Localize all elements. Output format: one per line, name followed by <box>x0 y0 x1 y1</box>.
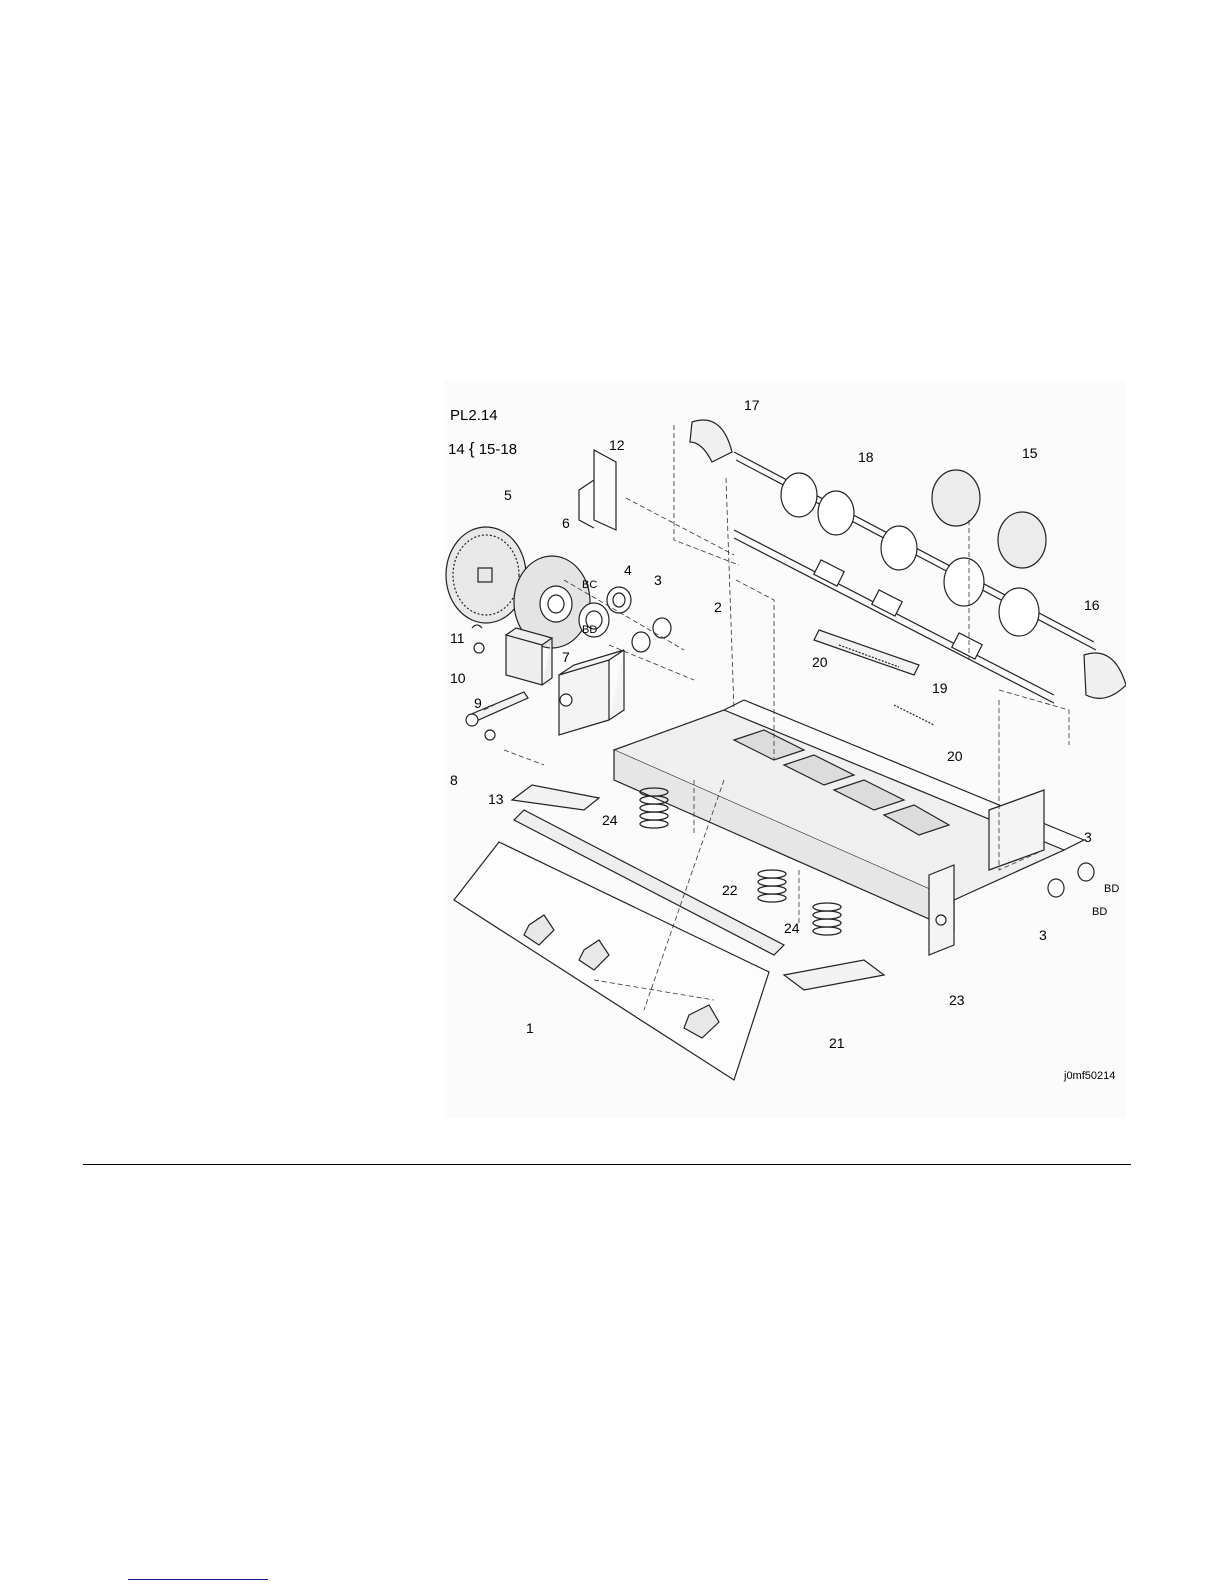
callout-10: 10 <box>450 670 466 686</box>
callout-21: 21 <box>829 1035 845 1051</box>
callout-8: 8 <box>450 772 458 788</box>
exploded-view-drawing: 1712181556432BCBD11716109201920813243BD2… <box>444 380 1126 1118</box>
component-group: 14 { 15-18 <box>448 439 517 459</box>
callout-bc: BC <box>582 579 597 591</box>
screw-10 <box>474 643 484 653</box>
callout-15: 15 <box>1022 445 1038 461</box>
roller-18c <box>881 526 917 570</box>
plate-number: PL2.14 <box>450 407 498 424</box>
callout-24: 24 <box>602 812 618 828</box>
roller-18a <box>781 473 817 517</box>
callout-4: 4 <box>624 562 632 578</box>
spring-24b <box>813 903 841 911</box>
guide-19 <box>814 630 919 675</box>
callout-9: 9 <box>474 695 482 711</box>
callout-24: 24 <box>784 920 800 936</box>
spring-22 <box>758 870 786 878</box>
callout-7: 7 <box>562 649 570 665</box>
pin-13 <box>485 730 495 740</box>
roller-18e <box>999 588 1039 636</box>
callout-6: 6 <box>562 515 570 531</box>
callout-17: 17 <box>744 397 760 413</box>
callout-2: 2 <box>714 599 722 615</box>
arm-21 <box>784 960 884 990</box>
spring-11 <box>472 625 482 628</box>
image-code: j0mf50214 <box>1064 1070 1115 1082</box>
callout-3: 3 <box>654 572 662 588</box>
bracket-12 <box>579 450 616 530</box>
spring-20b <box>894 705 934 725</box>
callout-18: 18 <box>858 449 874 465</box>
end-cap-16 <box>1084 653 1126 698</box>
cover-1 <box>454 842 769 1080</box>
callout-20: 20 <box>812 654 828 670</box>
callout-5: 5 <box>504 487 512 503</box>
callout-11: 11 <box>450 630 465 646</box>
roller-18b <box>818 491 854 535</box>
bushing-3c <box>1078 863 1094 881</box>
bushing-4 <box>607 587 631 613</box>
callout-22: 22 <box>722 882 738 898</box>
bushing-3b <box>632 632 650 652</box>
roller-15b <box>998 512 1046 568</box>
roller-18d <box>944 558 984 606</box>
callout-bd: BD <box>582 624 597 636</box>
bushing-3d <box>1048 879 1064 897</box>
callout-bd: BD <box>1092 906 1107 918</box>
callout-1: 1 <box>526 1020 534 1036</box>
callout-13: 13 <box>488 791 504 807</box>
section-divider <box>83 1164 1131 1165</box>
group-range: 15-18 <box>479 441 517 458</box>
roller-15a <box>932 470 980 526</box>
callout-23: 23 <box>949 992 965 1008</box>
callout-16: 16 <box>1084 597 1100 613</box>
group-brace: { <box>469 439 475 458</box>
callout-19: 19 <box>932 680 948 696</box>
callout-3: 3 <box>1084 829 1092 845</box>
callout-3: 3 <box>1039 927 1047 943</box>
group-prefix: 14 <box>448 441 465 458</box>
end-cap-17 <box>690 420 732 462</box>
callout-12: 12 <box>609 437 625 453</box>
solenoid-9 <box>506 628 552 685</box>
callout-20: 20 <box>947 748 963 764</box>
bushing-3a <box>653 618 671 638</box>
footer-link-underline[interactable] <box>128 1579 268 1580</box>
callout-bd: BD <box>1104 883 1119 895</box>
